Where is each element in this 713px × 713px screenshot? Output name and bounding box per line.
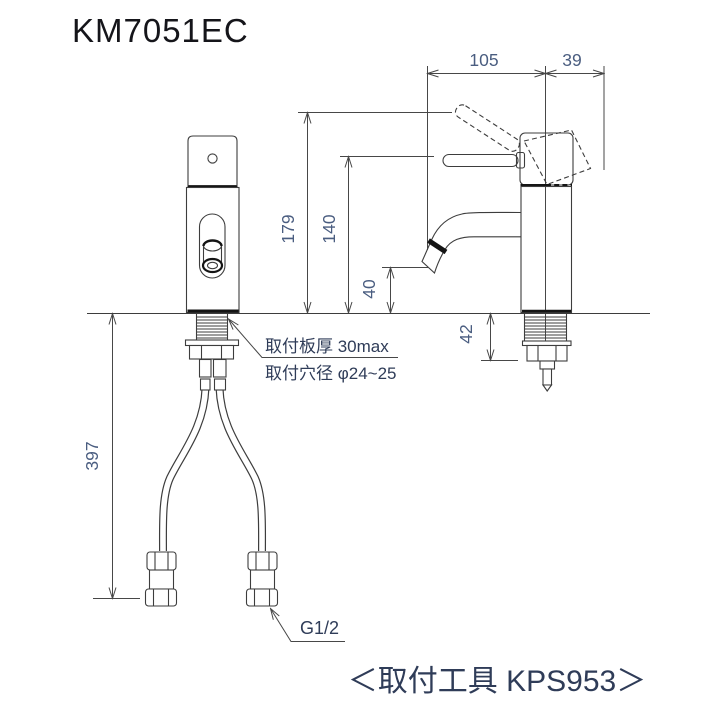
hose-fitting-left bbox=[144, 551, 178, 607]
lock-nut-side bbox=[526, 344, 568, 362]
spout-outlet-front bbox=[201, 239, 224, 274]
handle-pivot-hole bbox=[207, 153, 218, 164]
head-raised-dashed bbox=[523, 129, 592, 186]
mount-hole-diameter-note: 取付穴径 φ24~25 bbox=[265, 364, 397, 383]
leader-notes: 取付板厚 30max 取付穴径 φ24~25 G1/2 bbox=[229, 319, 398, 642]
pull-rod bbox=[542, 368, 553, 386]
faucet-body-side bbox=[520, 185, 573, 314]
handle-cap bbox=[187, 135, 238, 185]
lever-handle bbox=[442, 153, 519, 168]
faucet-head-side bbox=[519, 132, 574, 186]
connection-thread-note: G1/2 bbox=[300, 618, 339, 638]
threaded-shank-front bbox=[184, 314, 240, 360]
supply-hoses bbox=[158, 358, 267, 552]
flange-washer-side bbox=[521, 340, 572, 347]
dim-label-hose-length: 397 bbox=[82, 441, 102, 470]
threaded-shank-side bbox=[521, 314, 572, 392]
dim-label-spout-height: 40 bbox=[359, 279, 379, 299]
flange-washer-front bbox=[184, 339, 240, 347]
thread-note-leader bbox=[271, 609, 345, 642]
spout-aerator-band bbox=[427, 238, 448, 255]
tool-caption: ＜取付工具 KPS953＞ bbox=[348, 665, 646, 698]
dim-label-under-deck: 42 bbox=[456, 324, 476, 343]
dimension-lines bbox=[93, 66, 604, 599]
faucet-side-view bbox=[421, 104, 592, 392]
lock-nut-front bbox=[188, 344, 235, 360]
pull-rod-stub bbox=[539, 360, 556, 370]
dim-label-body-depth: 39 bbox=[562, 50, 581, 70]
page-title: KM7051EC bbox=[72, 12, 249, 49]
hose-fitting-right bbox=[245, 551, 279, 607]
dim-label-lever-height: 140 bbox=[319, 214, 339, 243]
handle-raised-dashed bbox=[454, 104, 520, 152]
mount-note-leader bbox=[229, 319, 398, 358]
dim-label-spout-reach: 105 bbox=[469, 50, 498, 70]
dim-label-total-height: 179 bbox=[278, 214, 298, 243]
spout-side bbox=[421, 211, 522, 274]
spout-recess bbox=[198, 213, 226, 279]
faucet-body-front bbox=[185, 186, 240, 314]
mount-plate-thickness-note: 取付板厚 30max bbox=[265, 337, 389, 356]
faucet-front-view bbox=[144, 135, 279, 607]
